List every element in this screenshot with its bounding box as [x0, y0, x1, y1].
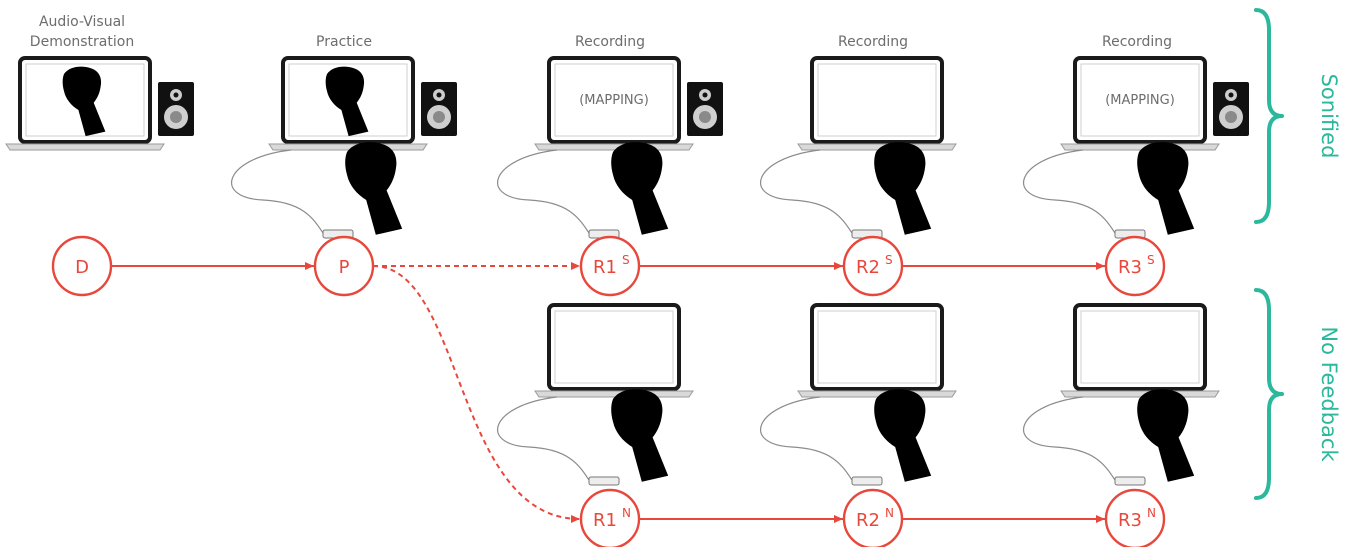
controller-icon: [760, 142, 932, 239]
node-P: P: [313, 235, 375, 297]
controller-icon: [760, 389, 932, 486]
hand-icon: [874, 142, 932, 235]
screen-mapping-label: (MAPPING): [579, 93, 649, 108]
stage-caption: Practice: [316, 34, 372, 50]
hand-icon: [611, 142, 669, 235]
controller-icon: [1023, 389, 1195, 486]
speaker-icon: [1213, 82, 1249, 136]
group-0: Sonified: [1254, 8, 1341, 224]
controller-icon: [231, 142, 403, 239]
stage-caption: Recording: [838, 34, 908, 50]
node-label: D: [75, 257, 89, 278]
node-R1N: R1 N: [579, 488, 641, 547]
node-label: R1: [593, 510, 617, 531]
stage-caption: Recording: [1102, 34, 1172, 50]
node-superscript: N: [1147, 506, 1156, 520]
node-R1S: R1 S: [579, 235, 641, 297]
group-label: Sonified: [1317, 74, 1341, 159]
node-R2N: R2 N: [842, 488, 904, 547]
controller-icon: [497, 142, 669, 239]
laptop-icon: [1060, 303, 1220, 398]
laptop-icon: [268, 56, 428, 151]
screen-hand-icon: [62, 66, 106, 137]
node-R3N: R3 N: [1104, 488, 1166, 547]
hand-icon: [1137, 142, 1195, 235]
stage-caption: Demonstration: [30, 34, 134, 50]
hand-icon: [874, 389, 932, 482]
edge-P-R1N: [372, 265, 581, 523]
speaker-icon: [687, 82, 723, 136]
node-superscript: S: [885, 253, 893, 267]
node-label: R3: [1118, 510, 1142, 531]
controller-icon: [1023, 142, 1195, 239]
node-superscript: N: [885, 506, 894, 520]
node-D: D: [51, 235, 113, 297]
node-superscript: S: [622, 253, 630, 267]
node-label: R2: [856, 257, 880, 278]
screen-hand-icon: [325, 66, 369, 137]
laptop-icon: (MAPPING): [1060, 56, 1220, 151]
group-label: No Feedback: [1317, 326, 1341, 462]
node-R3S: R3 S: [1104, 235, 1166, 297]
node-superscript: N: [622, 506, 631, 520]
speaker-icon: [158, 82, 194, 136]
laptop-icon: [797, 56, 957, 151]
laptop-icon: [534, 303, 694, 398]
brace-icon: [1254, 288, 1284, 500]
hand-icon: [611, 389, 669, 482]
node-label: P: [339, 257, 350, 278]
brace-icon: [1254, 8, 1284, 224]
node-R2S: R2 S: [842, 235, 904, 297]
speaker-icon: [421, 82, 457, 136]
hand-icon: [1137, 389, 1195, 482]
stage-caption: Recording: [575, 34, 645, 50]
node-label: R1: [593, 257, 617, 278]
controller-icon: [497, 389, 669, 486]
laptop-icon: (MAPPING): [534, 56, 694, 151]
hand-icon: [345, 142, 403, 235]
node-label: R2: [856, 510, 880, 531]
screen-mapping-label: (MAPPING): [1105, 93, 1175, 108]
group-1: No Feedback: [1254, 288, 1341, 500]
node-superscript: S: [1147, 253, 1155, 267]
laptop-icon: [5, 56, 165, 151]
node-label: R3: [1118, 257, 1142, 278]
laptop-icon: [797, 303, 957, 398]
stage-caption: Audio-Visual: [39, 14, 125, 30]
